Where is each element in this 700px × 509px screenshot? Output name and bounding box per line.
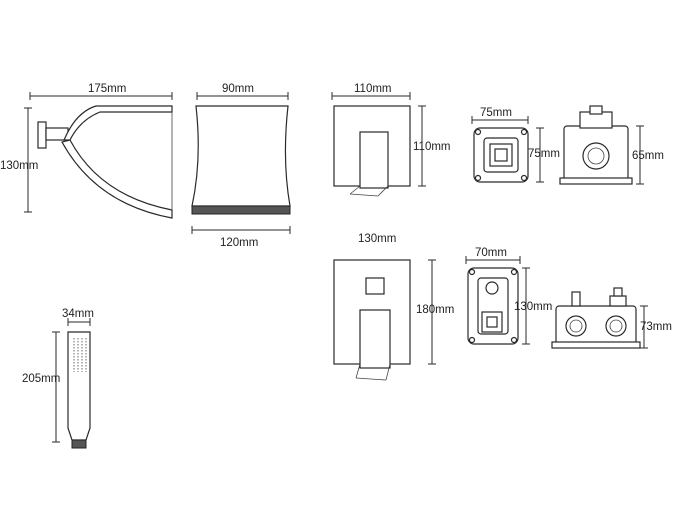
small-valve-side-stem xyxy=(589,105,603,115)
spout-front-body xyxy=(191,105,291,207)
spout-front-view: 90mm 120mm xyxy=(191,83,291,249)
valve-small-height-label: 75mm xyxy=(528,148,560,160)
large-trim-plate: 130mm 180mm xyxy=(333,233,454,381)
large-valve-side-stem-right xyxy=(613,287,623,297)
large-plate-handle xyxy=(359,309,391,369)
plate-small-width-label: 110mm xyxy=(354,83,392,95)
spout-curved-blade xyxy=(61,139,173,219)
spout-width-label: 175mm xyxy=(88,83,126,95)
spout-top-plate xyxy=(63,105,173,141)
small-valve-side-port xyxy=(582,142,610,170)
small-valve-side-base xyxy=(559,177,633,185)
spout-wall-plate xyxy=(37,121,47,149)
large-valve-side-stem-left xyxy=(571,291,581,307)
spout-side-view: 175mm 130mm xyxy=(0,83,173,219)
hand-shower: 34mm 205mm xyxy=(22,308,94,449)
small-valve-front: 75mm 75mm xyxy=(471,107,560,183)
small-trim-plate: 110mm 110mm xyxy=(331,83,451,197)
large-valve-side-base xyxy=(551,341,641,349)
spout-height-label: 130mm xyxy=(0,160,38,172)
valve-small-width-label: 75mm xyxy=(480,107,512,119)
small-plate-handle xyxy=(359,131,389,189)
large-valve-front: 70mm 130mm xyxy=(465,247,552,345)
valve-small-depth-label: 65mm xyxy=(632,150,664,162)
plate-small-height-label: 110mm xyxy=(413,141,451,153)
plate-large-height-label: 180mm xyxy=(416,304,454,316)
large-valve-side: 73mm xyxy=(551,287,672,349)
handshower-connector xyxy=(71,439,87,449)
large-plate-diverter xyxy=(365,277,385,295)
large-valve-side-port-left xyxy=(565,315,587,337)
handshower-width-label: 34mm xyxy=(62,308,94,320)
valve-large-height-label: 130mm xyxy=(514,301,552,313)
large-valve-diverter-port xyxy=(485,281,499,295)
handshower-length-label: 205mm xyxy=(22,373,60,385)
small-valve-side: 65mm xyxy=(559,105,664,185)
handshower-nozzles xyxy=(73,338,87,372)
small-valve-stem xyxy=(494,148,508,162)
handshower-body xyxy=(67,331,91,441)
spout-bottom-width-label: 120mm xyxy=(220,237,258,249)
valve-large-depth-label: 73mm xyxy=(640,321,672,333)
valve-large-width-label: 70mm xyxy=(475,247,507,259)
spout-top-width-label: 90mm xyxy=(222,83,254,95)
large-valve-stem xyxy=(486,316,498,328)
plate-large-width-label: 130mm xyxy=(358,233,396,245)
spout-front-lip xyxy=(191,205,291,215)
large-valve-side-top xyxy=(609,295,627,307)
large-valve-side-port-right xyxy=(605,315,627,337)
